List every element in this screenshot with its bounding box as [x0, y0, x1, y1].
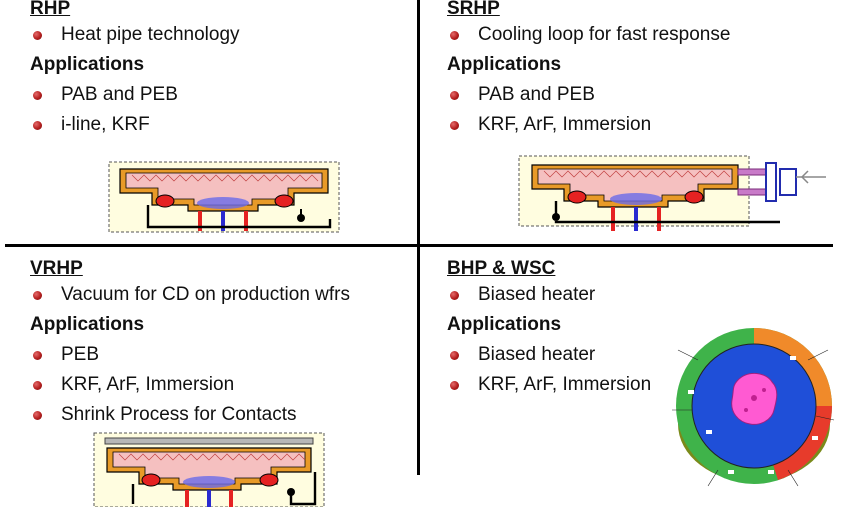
bullet-icon: [450, 31, 459, 40]
section-title: RHP: [30, 0, 71, 19]
bullet-item: Biased heater: [447, 280, 651, 310]
bullet-item: Biased heater: [447, 340, 651, 370]
biased-heater-plate-image: [672, 328, 835, 487]
section-title: BHP & WSC: [447, 258, 556, 279]
quadrant-bhp-wsc: BHP & WSC Biased heater Applications Bia…: [447, 258, 651, 400]
bullet-item: i-line, KRF: [30, 110, 240, 140]
bullet-item: KRF, ArF, Immersion: [447, 110, 730, 140]
bullet-icon: [450, 121, 459, 130]
bullet-icon: [450, 381, 459, 390]
bullet-icon: [450, 351, 459, 360]
applications-heading: Applications: [30, 54, 145, 75]
applications-heading: Applications: [447, 54, 562, 75]
bullet-item: KRF, ArF, Immersion: [447, 370, 651, 400]
applications-heading: Applications: [447, 314, 562, 335]
quadrant-rhp: RHP Heat pipe technology Applications PA…: [30, 0, 240, 140]
vertical-divider: [417, 0, 420, 475]
rhp-cross-section-diagram: [108, 161, 340, 233]
bullet-item: Cooling loop for fast response: [447, 20, 730, 50]
bullet-icon: [33, 121, 42, 130]
bullet-item: PAB and PEB: [30, 80, 240, 110]
bullet-item: Heat pipe technology: [30, 20, 240, 50]
quadrant-srhp: SRHP Cooling loop for fast response Appl…: [447, 0, 730, 140]
quadrant-vrhp: VRHP Vacuum for CD on production wfrs Ap…: [30, 258, 350, 430]
bullet-item: PEB: [30, 340, 350, 370]
bullet-item: PAB and PEB: [447, 80, 730, 110]
bullet-icon: [33, 291, 42, 300]
bullet-item: Vacuum for CD on production wfrs: [30, 280, 350, 310]
applications-heading: Applications: [30, 314, 145, 335]
bullet-item: Shrink Process for Contacts: [30, 400, 350, 430]
bullet-icon: [450, 91, 459, 100]
bullet-icon: [33, 31, 42, 40]
bullet-icon: [33, 351, 42, 360]
bullet-icon: [33, 411, 42, 420]
bullet-item: KRF, ArF, Immersion: [30, 370, 350, 400]
horizontal-divider: [5, 244, 833, 247]
bullet-icon: [450, 291, 459, 300]
section-title: SRHP: [447, 0, 500, 19]
section-title: VRHP: [30, 258, 83, 279]
bullet-icon: [33, 91, 42, 100]
srhp-cross-section-diagram: [518, 155, 826, 231]
vrhp-cross-section-diagram: [93, 432, 325, 507]
bullet-icon: [33, 381, 42, 390]
